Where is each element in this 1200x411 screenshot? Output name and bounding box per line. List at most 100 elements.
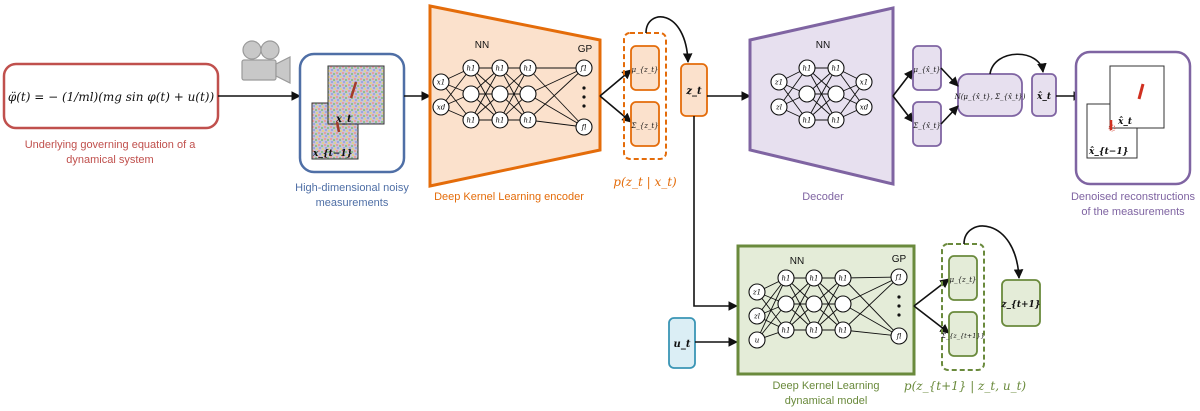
- posterior-block: μ_{z_t} Σ_{z_t} p(z_t | x_t): [613, 32, 677, 189]
- encoder-node-label: h1: [467, 65, 476, 73]
- measurements-caption-line1: High-dimensional noisy: [295, 182, 409, 194]
- dynamics-node-label: h1: [782, 275, 791, 283]
- dynamics-ellipsis-dot: [897, 304, 901, 308]
- encoder-ellipsis-dot: [582, 104, 586, 108]
- dynamics-node: [890, 268, 908, 286]
- arrow-dec-to-mu: [892, 69, 914, 97]
- encoder-node-label: h1: [524, 117, 533, 125]
- encoder-node: [462, 85, 480, 103]
- dynamics-ellipsis-dot: [897, 295, 901, 299]
- recon-mu: μ_{x̂_t}: [913, 65, 940, 74]
- latent-block: z_t: [680, 63, 708, 117]
- recon-sigma: Σ_{x̂_t}: [912, 121, 941, 130]
- dynamics-edge: [813, 277, 844, 331]
- arrow-dec-to-sigma: [892, 95, 914, 123]
- dynamics-nn-label: NN: [790, 256, 804, 267]
- encoder-edge: [527, 67, 585, 121]
- arrow-mu-to-normal: [940, 67, 959, 87]
- dynamics-caption-line1: Deep Kernel Learning: [772, 380, 879, 392]
- encoder-node-label: h1: [467, 117, 476, 125]
- decoder-trapezoid: [748, 6, 895, 186]
- encoder-node: [432, 73, 450, 91]
- encoder-edge: [499, 67, 529, 121]
- recon-pendulum: [1137, 83, 1145, 100]
- encoder-nn-label: NN: [475, 40, 489, 51]
- transition-sigma: Σ_{z_{t+1}}: [940, 332, 984, 340]
- posterior-mu: μ_{z_t}: [632, 66, 659, 74]
- encoder-edge: [527, 67, 585, 95]
- encoder-ellipsis-dot: [582, 86, 586, 90]
- encoder-node-label: xd: [437, 104, 446, 112]
- equation-text: φ̈(t) = − (1/ml)(mg sin φ(t) + u(t)): [8, 90, 215, 104]
- decoder-node-label: h1: [832, 65, 841, 73]
- next-state-label: z_{t+1}: [1000, 300, 1040, 310]
- recon-frame-front: [1109, 65, 1165, 129]
- decoder-node: [770, 98, 788, 116]
- arrow-enc-to-sigma: [599, 95, 632, 123]
- dynamics-node-label: u: [755, 337, 760, 345]
- encoder-node: [519, 111, 537, 129]
- posterior-sigma-box: [630, 101, 660, 147]
- transition-mu: μ_{z_t}: [950, 276, 977, 284]
- encoder-edge: [527, 67, 585, 128]
- control-label: u_t: [674, 339, 691, 350]
- decoder-node-label: xd: [860, 104, 869, 112]
- decoder-node: [798, 85, 816, 103]
- dynamics-edge: [842, 303, 900, 337]
- encoder-node-label: h1: [496, 65, 505, 73]
- arrow-normal-to-sample: [989, 53, 1047, 75]
- encoder-node: [575, 118, 593, 136]
- recon-pivot-marker: [1108, 124, 1116, 132]
- decoder-node: [855, 98, 873, 116]
- pendulum-trace-prev: [335, 121, 341, 133]
- dynamics-node-label: h1: [810, 275, 819, 283]
- dynamics-node-label: h1: [782, 327, 791, 335]
- dynamics-node: [834, 269, 852, 287]
- reconstruction-block: x̂_t x̂_{t−1} Denoised reconstructions o…: [1071, 50, 1196, 218]
- dynamics-edge: [842, 276, 900, 279]
- dynamics-node: [834, 321, 852, 339]
- control-block: u_t: [668, 317, 696, 369]
- control-box: [668, 317, 696, 369]
- encoder-edge: [470, 67, 501, 121]
- encoder-node: [462, 59, 480, 77]
- decoder-node-label: z1: [774, 79, 783, 87]
- measurements-block: x_t x_{t−1} High-dimensional noisy measu…: [295, 52, 409, 209]
- dynamics-edge: [842, 277, 900, 337]
- encoder-node: [491, 59, 509, 77]
- recon-params-block: μ_{x̂_t} Σ_{x̂_t} N(μ_{x̂_t}, Σ_{x̂_t}) …: [912, 45, 1057, 147]
- decoder-node-label: zl: [775, 104, 782, 112]
- encoder-node: [491, 85, 509, 103]
- dynamics-edge: [842, 276, 900, 305]
- dynamics-node: [890, 327, 908, 345]
- equation-caption-line1: Underlying governing equation of a: [25, 139, 197, 151]
- decoder-node-label: x1: [860, 79, 868, 87]
- video-camera-icon: [241, 40, 291, 84]
- dynamics-caption-line2: dynamical model: [785, 395, 868, 407]
- dynamics-edge: [842, 329, 900, 337]
- decoder-nn-label: NN: [816, 40, 830, 51]
- encoder-node: [491, 111, 509, 129]
- dynamics-node: [777, 321, 795, 339]
- reconstruction-caption-line1: Denoised reconstructions: [1071, 191, 1196, 203]
- encoder-node-label: h1: [524, 65, 533, 73]
- dynamics-node: [748, 331, 766, 349]
- measure-label-back: x_{t−1}: [312, 149, 353, 159]
- next-state-box: [1001, 279, 1041, 327]
- encoder-node: [462, 111, 480, 129]
- dynamics-ellipsis-dot: [897, 313, 901, 317]
- dynamics-edge: [785, 277, 815, 331]
- encoder-node: [432, 98, 450, 116]
- dynamics-edge: [842, 276, 900, 331]
- dynamics-node: [805, 295, 823, 313]
- dynamics-node: [748, 283, 766, 301]
- dynamics-node: [777, 295, 795, 313]
- encoder-node: [519, 85, 537, 103]
- decoder-edge: [806, 67, 837, 121]
- recon-label-front: x̂_t: [1117, 116, 1133, 127]
- dynamics-gp-label: GP: [892, 254, 907, 265]
